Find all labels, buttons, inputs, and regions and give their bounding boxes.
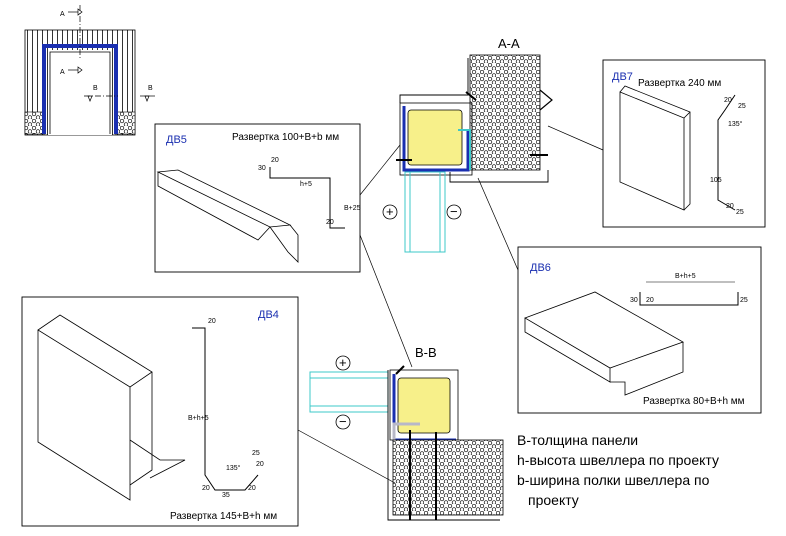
minus-text-top: − xyxy=(450,204,458,219)
legend-line-1: В-толщина панели xyxy=(517,432,638,448)
arrow-b-left-label: B xyxy=(93,85,98,92)
section-bb: B-B + − xyxy=(309,345,504,521)
arrow-a-mid-label: A xyxy=(60,69,65,76)
dv4-dim-25: 25 xyxy=(252,450,260,457)
sandwich-panel-bb xyxy=(392,439,504,516)
dv7-dim-25: 25 xyxy=(738,103,746,110)
dv4-dim-bh5: В+h+5 xyxy=(188,415,209,422)
dv4-dim-20-right: 20 xyxy=(256,461,264,468)
arrow-a-top-icon xyxy=(77,8,83,16)
panel-dv6: ДВ6 Развертка 80+В+h мм В+h+5 30 20 25 xyxy=(517,246,762,414)
panel-dv7: ДВ7 Развертка 240 мм 25 20 105 135° 20 2… xyxy=(602,59,766,228)
section-aa: A-A + − xyxy=(382,36,553,253)
dv6-label: ДВ6 xyxy=(530,262,551,274)
leader-lines xyxy=(297,125,604,484)
dv6-dim-30: 30 xyxy=(630,297,638,304)
dv6-dim-25: 25 xyxy=(740,297,748,304)
flashing-bottom-aa xyxy=(449,170,549,183)
dv7-right-edge xyxy=(683,112,691,211)
section-bb-title: B-B xyxy=(415,345,437,360)
legend: В-толщина панели h-высота швеллера по пр… xyxy=(517,432,719,508)
dv5-profile xyxy=(269,167,345,229)
frame-outline-aa xyxy=(399,102,473,176)
dv4-dim-20-bottom: 20 xyxy=(248,485,256,492)
dv4-dim-20-left: 20 xyxy=(202,485,210,492)
panel-dv5: ДВ5 Развертка 100+В+b мм 30 20 h+5 В+25 … xyxy=(154,123,361,273)
key-view: A A B B xyxy=(24,5,155,136)
door-opening xyxy=(48,50,112,135)
dv4-side-edge xyxy=(129,372,153,486)
door-leaf-inner-bb xyxy=(309,377,389,407)
dv5-dim-h5: h+5 xyxy=(300,181,312,188)
dv4-label: ДВ4 xyxy=(258,309,279,321)
dv7-razvertka: Развертка 240 мм xyxy=(638,78,721,89)
dv5-side-face xyxy=(157,172,271,241)
dv5-dim-b25: В+25 xyxy=(344,205,361,212)
flashing-top-aa xyxy=(399,58,469,103)
dv5-dim-20b: 20 xyxy=(326,219,334,226)
insulation-bb xyxy=(397,377,451,434)
dv4-dim-35: 35 xyxy=(222,492,230,499)
dv7-profile xyxy=(717,94,736,211)
sandwich-panel-aa xyxy=(469,54,541,171)
dv6-end-face xyxy=(610,342,684,396)
dv5-label: ДВ5 xyxy=(166,134,187,146)
door-leaf-inner-aa xyxy=(409,171,441,253)
channel-aa xyxy=(402,106,470,172)
dv5-dim-30: 30 xyxy=(258,165,266,172)
arrow-b-right-label: B xyxy=(148,85,153,92)
dv4-main-face xyxy=(37,330,131,501)
legend-line-4: проекту xyxy=(528,492,579,508)
dv7-dim-25b: 25 xyxy=(736,209,744,216)
arrow-a-mid-icon xyxy=(77,66,83,74)
minus-sign-top xyxy=(446,204,462,220)
dv4-dim-135: 135° xyxy=(226,464,241,472)
dv7-dim-105: 105 xyxy=(710,177,722,184)
gray-strip-bb xyxy=(392,422,420,440)
dv7-dim-20b: 20 xyxy=(726,203,734,210)
dv5-dim-20: 20 xyxy=(271,157,279,164)
dv4-dim-20-top: 20 xyxy=(208,318,216,325)
cyan-strip-aa xyxy=(458,129,471,170)
section-aa-title: A-A xyxy=(498,36,520,51)
dv6-dim-20: 20 xyxy=(646,297,654,304)
dv7-dim-135: 135° xyxy=(728,120,743,128)
dv6-front-face xyxy=(524,318,611,383)
legend-line-3: b-ширина полки швеллера по xyxy=(517,472,710,488)
panel-dv4: ДВ4 Развертка 145+В+h мм 20 В+h+5 135° 2… xyxy=(21,296,299,527)
plus-text-top: + xyxy=(386,204,394,219)
plus-sign-top xyxy=(382,204,398,220)
flashing-bb xyxy=(387,370,500,521)
dv7-top-edge xyxy=(619,85,691,119)
arrow-b-right-icon xyxy=(144,95,150,102)
door-leaf-aa xyxy=(404,171,446,253)
dv5-frame xyxy=(154,123,361,273)
bolt-3-aa xyxy=(465,91,477,101)
dv4-drip-edge xyxy=(129,439,186,479)
plus-text-bottom: + xyxy=(339,355,347,370)
dv7-label: ДВ7 xyxy=(612,71,633,83)
dv7-dim-20: 20 xyxy=(724,97,732,104)
dv4-profile xyxy=(192,327,259,491)
dv5-end-face xyxy=(269,224,299,263)
arrow-b-left-icon xyxy=(87,95,93,102)
minus-text-bottom: − xyxy=(339,414,347,429)
arrow-a-top-label: A xyxy=(60,11,65,18)
legend-line-2: h-высота швеллера по проекту xyxy=(517,452,719,468)
dv4-razvertka: Развертка 145+В+h мм xyxy=(170,511,277,522)
bolt-3-bb xyxy=(395,365,405,375)
dv6-razvertka: Развертка 80+В+h мм xyxy=(643,396,745,407)
dv5-razvertka: Развертка 100+В+b мм xyxy=(232,132,339,143)
minus-sign-bottom xyxy=(335,414,351,430)
dv6-dim-bh5: В+h+5 xyxy=(675,273,696,280)
insulation-aa xyxy=(407,109,463,166)
flashing-right-aa xyxy=(539,89,553,111)
plus-sign-bottom xyxy=(335,355,351,371)
dv6-profile xyxy=(639,292,739,306)
